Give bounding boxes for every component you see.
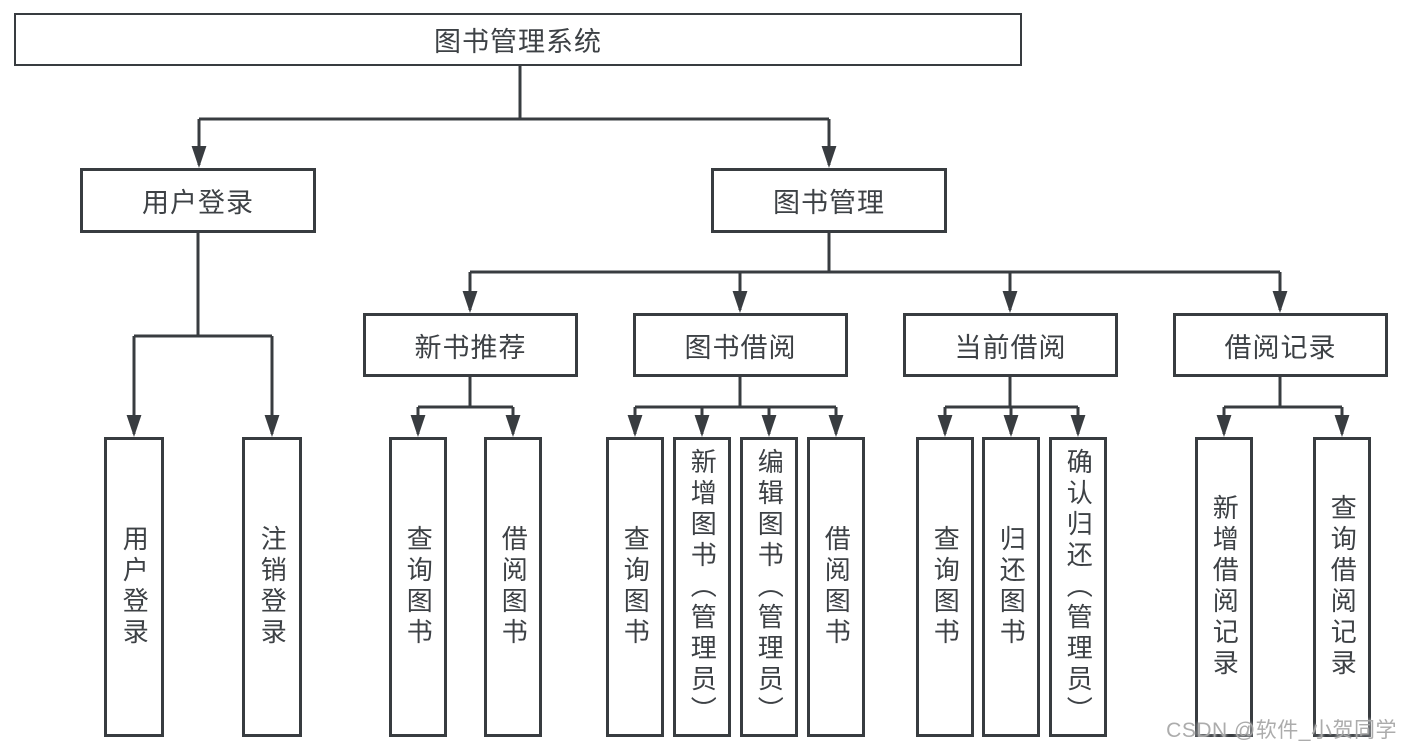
leaf-cb-return-books: 归还图书 [982,437,1040,737]
node-book-management: 图书管理 [711,168,947,233]
leaf-bb-add-books-admin: 新增图书（管理员） [673,437,731,737]
node-label: 查询图书 [403,525,434,649]
node-user-login: 用户登录 [80,168,316,233]
node-label: 查询图书 [620,525,651,649]
connector-book-management [462,233,1288,313]
node-label: 确认归还（管理员） [1063,447,1094,727]
leaf-cb-confirm-return-admin: 确认归还（管理员） [1049,437,1107,737]
node-book-borrowing: 图书借阅 [633,313,848,377]
leaf-br-add-borrowing-record: 新增借阅记录 [1195,437,1253,737]
node-label: 图书管理系统 [434,27,602,57]
node-label: 用户登录 [119,525,150,649]
node-label: 新增借阅记录 [1209,494,1240,680]
node-label: 借阅图书 [498,525,529,649]
node-label: 借阅记录 [1224,332,1337,363]
node-label: 归还图书 [996,525,1027,649]
leaf-bb-borrow-books: 借阅图书 [807,437,865,737]
node-current-borrowing: 当前借阅 [903,313,1118,377]
connector-borrowing-records [1216,377,1350,437]
leaf-cb-query-books: 查询图书 [916,437,974,737]
node-label: 注销登录 [257,525,288,649]
connector-root [191,66,837,168]
node-label: 查询图书 [930,525,961,649]
node-label: 用户登录 [142,188,254,218]
node-label: 图书管理 [773,188,885,218]
connector-user-login [126,233,280,437]
node-label: 当前借阅 [954,332,1067,363]
node-borrowing-records: 借阅记录 [1173,313,1388,377]
node-label: 图书借阅 [684,332,797,363]
connector-book-borrowing [627,377,844,437]
connector-new-book-recommendation [410,377,521,437]
leaf-bb-edit-books-admin: 编辑图书（管理员） [740,437,798,737]
node-new-book-recommendation: 新书推荐 [363,313,578,377]
leaf-nbr-query-books: 查询图书 [389,437,447,737]
node-library-management-system: 图书管理系统 [14,13,1022,66]
leaf-user-login: 用户登录 [104,437,164,737]
node-label: 新书推荐 [414,332,527,363]
leaf-logout: 注销登录 [242,437,302,737]
leaf-bb-query-books: 查询图书 [606,437,664,737]
connector-current-borrowing [937,377,1086,437]
watermark-text: CSDN @软件_小贺同学 [1166,719,1397,742]
node-label: 编辑图书（管理员） [754,447,785,727]
node-label: 新增图书（管理员） [687,447,718,727]
node-label: 借阅图书 [821,525,852,649]
leaf-nbr-borrow-books: 借阅图书 [484,437,542,737]
leaf-br-query-borrowing-record: 查询借阅记录 [1313,437,1371,737]
node-label: 查询借阅记录 [1327,494,1358,680]
